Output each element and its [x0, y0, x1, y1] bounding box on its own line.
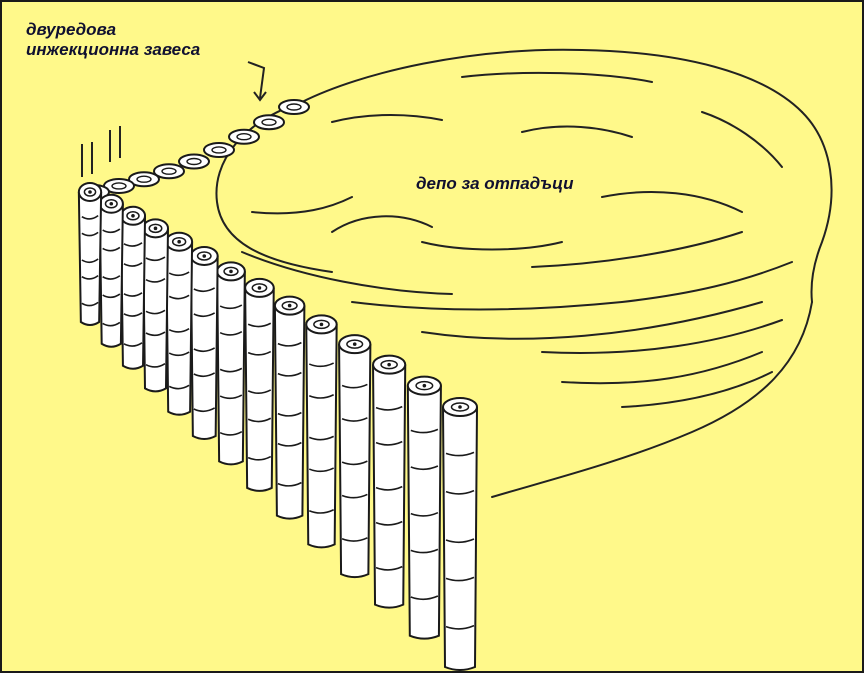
curtain-column	[166, 233, 192, 415]
curtain-column	[306, 315, 336, 547]
curtain-column-top	[204, 143, 234, 157]
curtain-column	[443, 398, 477, 670]
curtain-column	[408, 377, 441, 639]
curtain-column	[100, 195, 123, 347]
curtain-column-top	[254, 115, 284, 129]
injection-curtain-label: двуредова инжекционна завеса	[26, 20, 200, 60]
curtain-column	[373, 356, 405, 608]
curtain-column-top	[229, 130, 259, 144]
curtain-column	[275, 297, 305, 519]
curtain-column	[339, 335, 370, 577]
curtain-column	[143, 219, 168, 391]
curtain-label-line2: инжекционна завеса	[26, 40, 200, 60]
curtain-column	[245, 279, 274, 491]
curtain-column	[191, 247, 218, 439]
waste-depot-label: депо за отпадъци	[416, 174, 574, 194]
curtain-label-line1: двуредова	[26, 20, 200, 40]
curtain-column-top	[279, 100, 309, 114]
curtain-column	[79, 183, 101, 325]
curtain-column-top	[179, 155, 209, 169]
curtain-column	[121, 207, 145, 369]
curtain-column	[217, 262, 245, 464]
